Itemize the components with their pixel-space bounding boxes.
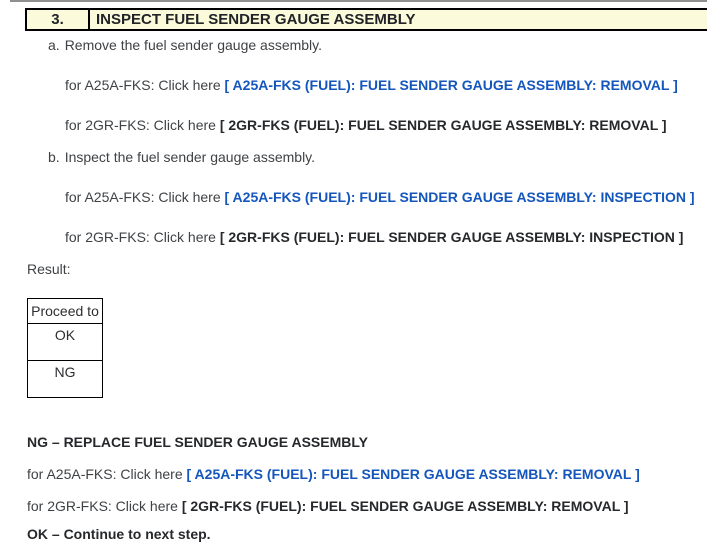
2gr-inspection-link[interactable]: [ 2GR-FKS (FUEL): FUEL SENDER GAUGE ASSE… [219,229,684,245]
result-table-row-ok: OK [27,323,103,361]
step-header-row: 3. INSPECT FUEL SENDER GAUGE ASSEMBLY [25,8,707,31]
link-prefix-2gr-inspection: for 2GR-FKS: Click here [65,229,220,245]
link-prefix-a25a-inspection: for A25A-FKS: Click here [65,189,225,205]
result-label: Result: [27,261,71,277]
ng-a25a-removal-link[interactable]: [ A25A-FKS (FUEL): FUEL SENDER GAUGE ASS… [186,466,640,482]
link-prefix-a25a-removal: for A25A-FKS: Click here [65,77,225,93]
link-line-2gr-removal: for 2GR-FKS: Click here [ 2GR-FKS (FUEL)… [65,117,667,133]
top-divider [10,0,707,2]
result-table: Proceed to OK NG [27,298,103,398]
step-number: 3. [27,10,90,29]
ng-2gr-removal-link[interactable]: [ 2GR-FKS (FUEL): FUEL SENDER GAUGE ASSE… [181,498,629,514]
result-table-header-cell: Proceed to [27,298,103,324]
substep-b: b.Inspect the fuel sender gauge assembly… [48,149,315,165]
link-line-a25a-removal: for A25A-FKS: Click here [ A25A-FKS (FUE… [65,77,678,93]
result-table-header-row: Proceed to [27,298,103,324]
ok-outcome-heading: OK – Continue to next step. [27,526,211,542]
ng-link-line-2gr: for 2GR-FKS: Click here [ 2GR-FKS (FUEL)… [27,498,629,514]
ng-link-prefix-2gr: for 2GR-FKS: Click here [27,498,182,514]
link-line-a25a-inspection: for A25A-FKS: Click here [ A25A-FKS (FUE… [65,189,695,205]
step-title: INSPECT FUEL SENDER GAUGE ASSEMBLY [96,11,416,28]
ng-link-prefix-a25a: for A25A-FKS: Click here [27,466,187,482]
link-line-2gr-inspection: for 2GR-FKS: Click here [ 2GR-FKS (FUEL)… [65,229,683,245]
a25a-inspection-link[interactable]: [ A25A-FKS (FUEL): FUEL SENDER GAUGE ASS… [224,189,695,205]
substep-b-marker: b. [48,149,60,165]
result-table-cell-ng: NG [27,360,103,398]
a25a-removal-link[interactable]: [ A25A-FKS (FUEL): FUEL SENDER GAUGE ASS… [224,77,678,93]
substep-b-text: Inspect the fuel sender gauge assembly. [64,149,316,165]
ng-link-line-a25a: for A25A-FKS: Click here [ A25A-FKS (FUE… [27,466,640,482]
ng-outcome-heading: NG – REPLACE FUEL SENDER GAUGE ASSEMBLY [27,434,368,450]
substep-a-marker: a. [48,37,60,53]
link-prefix-2gr-removal: for 2GR-FKS: Click here [65,117,220,133]
result-table-row-ng: NG [27,360,103,398]
2gr-removal-link[interactable]: [ 2GR-FKS (FUEL): FUEL SENDER GAUGE ASSE… [219,117,667,133]
substep-a: a.Remove the fuel sender gauge assembly. [48,37,322,53]
substep-a-text: Remove the fuel sender gauge assembly. [64,37,323,53]
result-table-cell-ok: OK [27,323,103,361]
